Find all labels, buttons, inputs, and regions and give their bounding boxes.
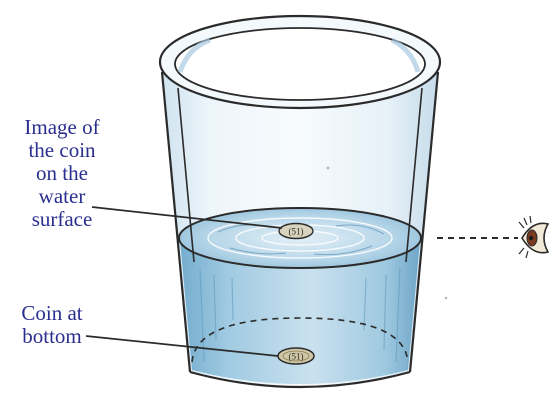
label-coin-at-bottom: Coin at bottom <box>4 302 100 348</box>
coin-image-icon: (51) <box>279 224 313 239</box>
coin-image-marking: (51) <box>289 227 304 237</box>
label-image-line-5: surface <box>6 208 118 231</box>
coin-marking: (51) <box>289 352 304 362</box>
label-coin-line-2: bottom <box>4 325 100 348</box>
glass-rim-inner <box>175 28 425 100</box>
label-image-line-4: water <box>6 185 118 208</box>
label-coin-line-1: Coin at <box>4 302 100 325</box>
eye-icon <box>519 216 548 258</box>
label-image-line-3: on the <box>6 162 118 185</box>
label-image-line-1: Image of <box>6 116 118 139</box>
coin-icon: (51) <box>278 348 314 364</box>
label-image-of-coin: Image of the coin on the water surface <box>6 116 118 231</box>
label-image-line-2: the coin <box>6 139 118 162</box>
